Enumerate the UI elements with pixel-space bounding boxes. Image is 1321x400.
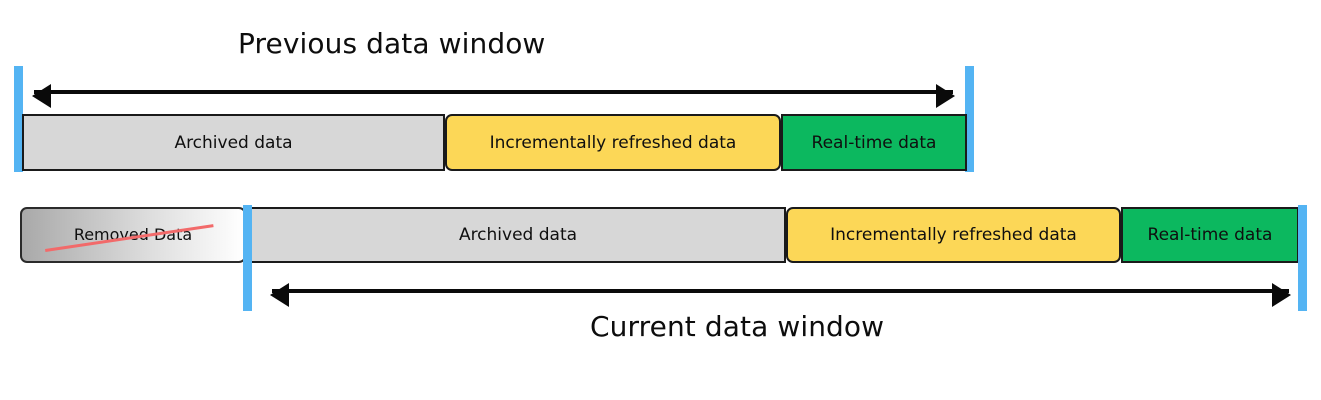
current-segment-archived: Archived data <box>250 207 786 263</box>
current-segment-removed-label: Removed Data <box>73 225 193 244</box>
current-segment-archived-label: Archived data <box>458 225 578 245</box>
previous-segment-realtime-label: Real-time data <box>811 132 937 153</box>
current-segment-realtime: Real-time data <box>1121 207 1299 263</box>
current-window-start-marker <box>243 205 252 311</box>
previous-window-span-arrow <box>32 84 955 108</box>
previous-segment-incrementally-refreshed-label: Incrementally refreshed data <box>489 132 737 153</box>
previous-window-title: Previous data window <box>238 27 546 60</box>
current-window-end-marker <box>1298 205 1307 311</box>
current-window-title: Current data window <box>590 310 885 343</box>
current-segment-realtime-label: Real-time data <box>1147 225 1273 245</box>
previous-segment-archived-label: Archived data <box>174 132 293 153</box>
previous-window-start-marker <box>14 66 23 172</box>
previous-window-end-marker <box>965 66 974 172</box>
previous-segment-archived: Archived data <box>22 114 445 171</box>
current-window-span-arrow <box>270 283 1291 307</box>
current-segment-incrementally-refreshed: Incrementally refreshed data <box>786 207 1121 263</box>
current-segment-incrementally-refreshed-label: Incrementally refreshed data <box>830 225 1077 245</box>
previous-segment-realtime: Real-time data <box>781 114 967 171</box>
current-segment-removed: Removed Data <box>20 207 246 263</box>
previous-segment-incrementally-refreshed: Incrementally refreshed data <box>445 114 781 171</box>
